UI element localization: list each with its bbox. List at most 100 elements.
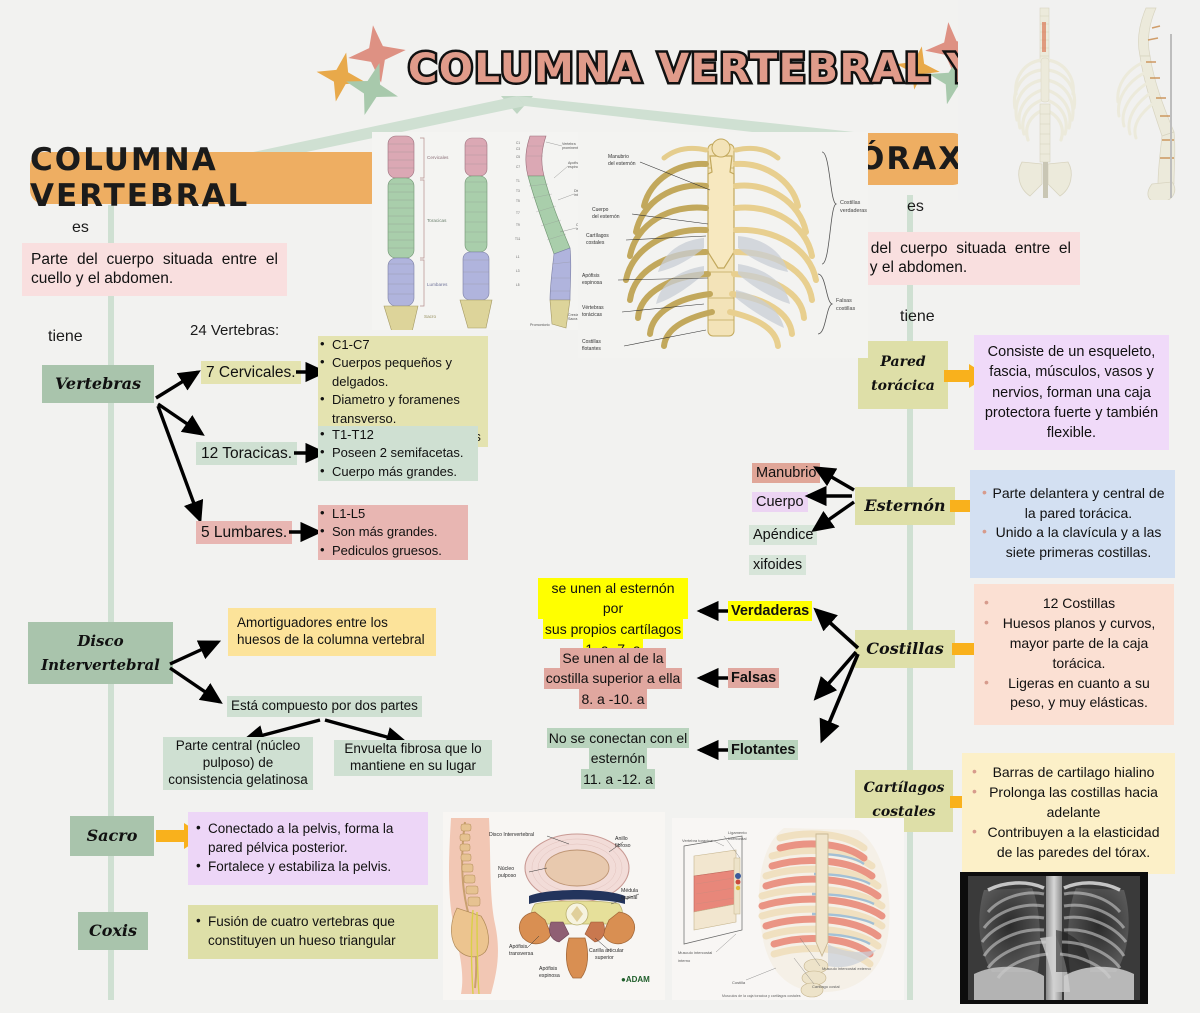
svg-text:Vertebra: Vertebra — [562, 142, 576, 146]
svg-text:Intercostal: Intercostal — [728, 836, 747, 841]
detail-item: Huesos planos y curvos, mayor parte de l… — [982, 613, 1164, 674]
svg-text:Cresta: Cresta — [568, 313, 579, 317]
svg-text:costales: costales — [586, 240, 605, 246]
esternon-part-cuerpo: Cuerpo — [752, 492, 808, 513]
detail-item: Diametro y foramenes transverso. — [318, 390, 488, 429]
svg-text:flotantes: flotantes — [582, 346, 601, 352]
svg-text:Carilla articular: Carilla articular — [589, 948, 624, 954]
svg-text:Musculos de la caja toracica y: Musculos de la caja toracica y cartilago… — [722, 994, 801, 998]
node-coxis: Coxis — [78, 912, 148, 950]
detail-item: Conectado a la pelvis, forma la pared pé… — [194, 819, 420, 858]
disco-part-envuelta: Envuelta fibrosa que lo mantiene en su l… — [334, 740, 492, 776]
svg-text:Costillas: Costillas — [840, 200, 861, 206]
svg-text:verdaderas: verdaderas — [840, 208, 867, 214]
chest-xray-photo — [960, 872, 1148, 1004]
detail-item: Unido a la clavícula y a las siete prime… — [980, 522, 1165, 562]
arrow-flotantes-desc — [696, 739, 728, 761]
svg-text:Apófisis: Apófisis — [539, 966, 558, 972]
detail-item: Fortalece y estabiliza la pelvis. — [194, 857, 420, 877]
arrow-falsas-desc — [696, 667, 728, 689]
svg-text:Cuerpo: Cuerpo — [592, 207, 609, 213]
ribcage-muscles-diagram: Vertebra toracica Ligamento Intercostal … — [672, 818, 904, 1000]
skeleton-model-photos — [958, 0, 1200, 200]
svg-text:Apófisis: Apófisis — [509, 944, 528, 950]
details-toracicas: T1-T12 Poseen 2 semifacetas. Cuerpo más … — [318, 425, 478, 482]
details-cartilagos: Barras de cartilago hialino Prolonga las… — [962, 753, 1175, 875]
disco-parts-arrows — [241, 718, 409, 747]
svg-text:Anillo: Anillo — [615, 836, 628, 842]
detail-item: Poseen 2 semifacetas. — [318, 443, 478, 463]
detail-item: T1-T12 — [318, 425, 478, 445]
detail-item: L1-L5 — [318, 504, 468, 524]
svg-text:T7: T7 — [516, 211, 520, 215]
detail-item: C1-C7 — [318, 335, 488, 355]
svg-text:Cartilago costal: Cartilago costal — [812, 984, 840, 989]
svg-text:C7: C7 — [516, 165, 520, 169]
left-spine-stem — [108, 205, 114, 1000]
details-costillas: 12 Costillas Huesos planos y curvos, may… — [974, 584, 1174, 726]
detail-item: Cuerpos pequeños y delgados. — [318, 353, 488, 392]
svg-text:Vértebras: Vértebras — [582, 305, 604, 311]
svg-text:del esternón: del esternón — [608, 161, 636, 167]
esternon-part-manubrio: Manubrio — [752, 463, 821, 484]
vertebrae-branch-arrows — [155, 370, 205, 524]
svg-text:Musculo intercostal: Musculo intercostal — [678, 950, 712, 955]
node-sacro: Sacro — [70, 816, 154, 856]
details-lumbares: L1-L5 Son más grandes. Pediculos gruesos… — [318, 504, 468, 561]
detail-item: Parte delantera y central de la pared to… — [980, 483, 1165, 523]
details-coxis: Fusión de cuatro vertebras que constituy… — [188, 905, 438, 959]
svg-text:Núcleo: Núcleo — [498, 866, 514, 872]
esternon-part-xifoides: xifoides — [749, 555, 807, 576]
node-disco-intervertebral: Disco Intervertebral — [28, 622, 173, 684]
svg-text:Ligamento: Ligamento — [728, 830, 747, 835]
svg-text:espinosa: espinosa — [539, 973, 560, 979]
detail-item: 12 Costillas — [982, 593, 1164, 614]
right-connector-tiene: tiene — [900, 308, 935, 325]
svg-text:Vertebra toracica: Vertebra toracica — [682, 838, 713, 843]
svg-text:superior: superior — [595, 955, 614, 961]
svg-text:del esternón: del esternón — [592, 214, 620, 220]
detail-item: Cuerpo más grandes. — [318, 462, 478, 482]
svg-text:T9: T9 — [516, 223, 520, 227]
svg-text:Médula: Médula — [621, 888, 638, 894]
group-name-lumbares: 5 Lumbares. — [196, 521, 293, 545]
node-costillas: Costillas — [855, 630, 955, 668]
node-pared-toracica: Pared torácica — [858, 341, 948, 409]
left-connector-tiene: tiene — [48, 328, 83, 345]
svg-text:Toracicas: Toracicas — [427, 218, 447, 223]
rib-desc-falsas: Se unen al de la costilla superior a ell… — [538, 648, 688, 709]
svg-text:pulposo: pulposo — [498, 873, 516, 879]
rib-types-arrows — [813, 607, 860, 744]
svg-text:espinosa: espinosa — [568, 165, 582, 169]
esternon-part-apendice: Apéndice — [749, 525, 818, 546]
detail-item: Son más grandes. — [318, 522, 468, 542]
svg-text:T5: T5 — [516, 199, 520, 203]
svg-text:C3: C3 — [516, 147, 520, 151]
svg-text:T11: T11 — [515, 237, 520, 241]
detail-item: Contribuyen a la elasticidad de las pare… — [970, 822, 1165, 863]
disco-part-nucleo: Parte central (núcleo pulposo) de consis… — [163, 737, 313, 790]
rib-type-falsas: Falsas — [728, 668, 780, 689]
svg-text:Promontorio: Promontorio — [530, 323, 550, 327]
svg-text:Apófisis: Apófisis — [582, 273, 600, 279]
svg-text:Sacra: Sacra — [568, 317, 577, 321]
svg-text:interno: interno — [678, 958, 691, 963]
svg-text:T1: T1 — [516, 179, 520, 183]
svg-text:Apofisis: Apofisis — [568, 161, 581, 165]
disco-amortiguadores-box: Amortiguadores entre los huesos de la co… — [228, 608, 436, 656]
svg-text:espinal: espinal — [621, 895, 637, 901]
node-vertebras: Vertebras — [42, 365, 154, 403]
svg-text:L1: L1 — [516, 255, 520, 259]
svg-text:Musculo intercostal externo: Musculo intercostal externo — [822, 966, 871, 971]
svg-text:Costilla: Costilla — [732, 980, 746, 985]
svg-text:Cartílagos: Cartílagos — [586, 233, 609, 239]
svg-text:Lumbares: Lumbares — [427, 282, 448, 287]
svg-text:fibroso: fibroso — [615, 843, 631, 849]
svg-text:C1: C1 — [516, 141, 520, 145]
rib-desc-verdaderas: se unen al esternón por sus propios cart… — [538, 578, 688, 660]
svg-text:espinosa: espinosa — [582, 280, 602, 286]
svg-text:costillas: costillas — [836, 306, 855, 312]
